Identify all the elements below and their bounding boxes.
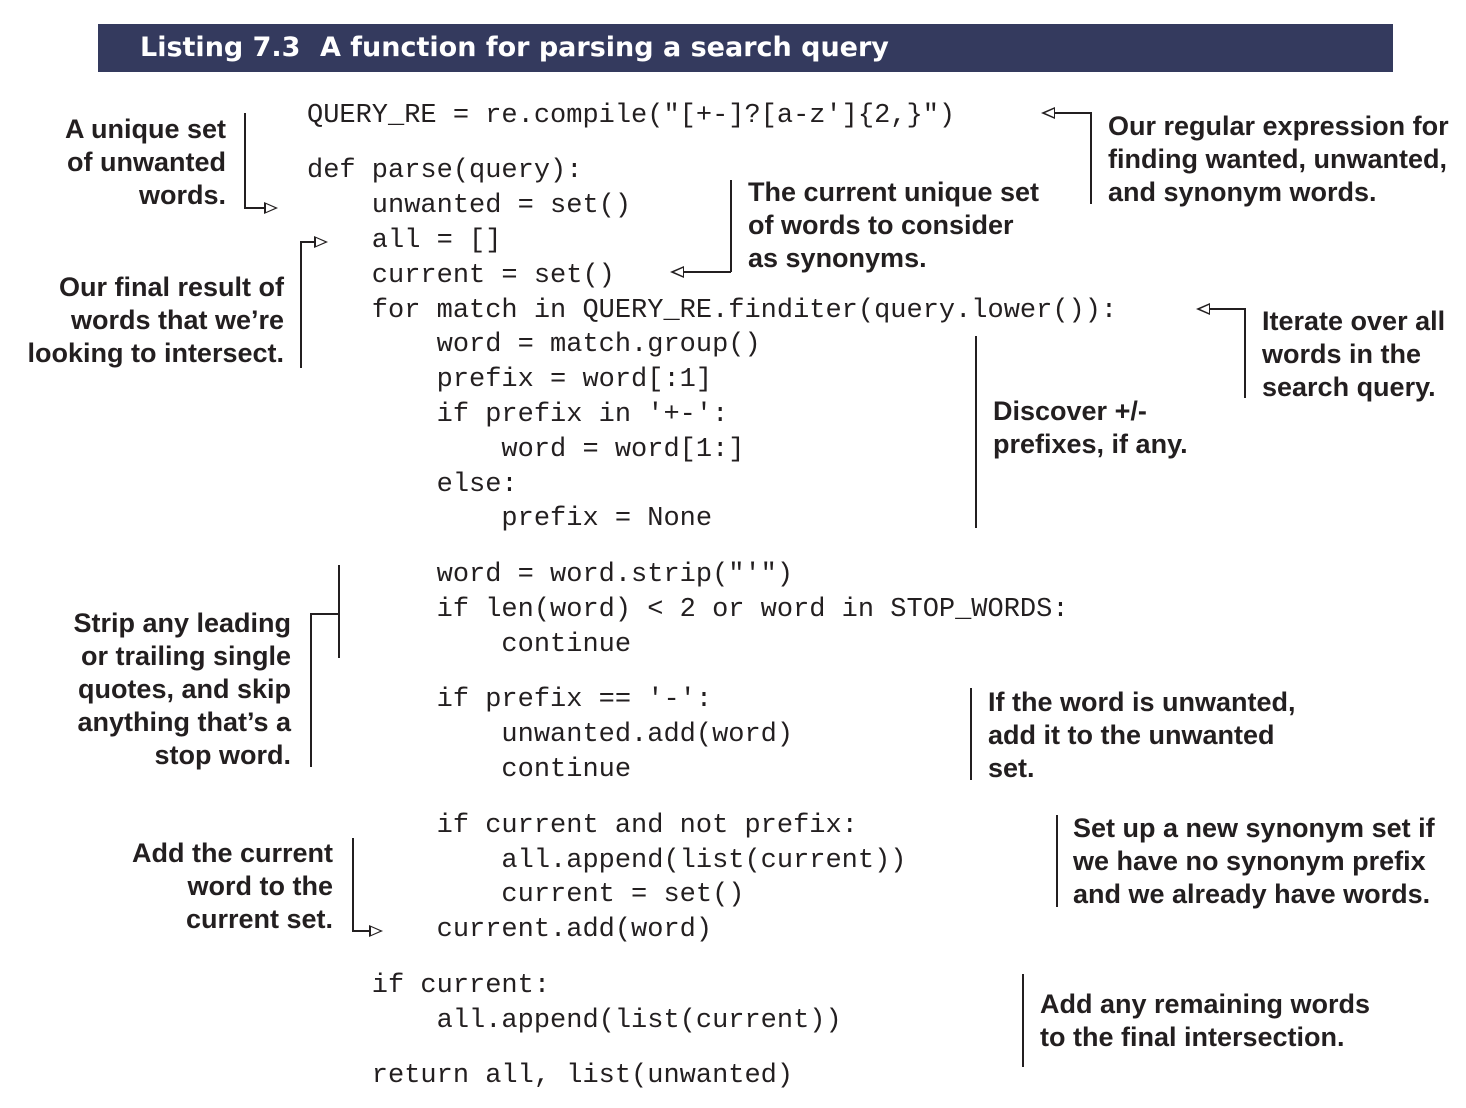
code-line: def parse(query): bbox=[307, 156, 583, 186]
annotation-final-result: Our final result of words that we’re loo… bbox=[27, 272, 284, 368]
annotation-new-synonym: Set up a new synonym set if we have no s… bbox=[1073, 813, 1435, 909]
code-line: if len(word) < 2 or word in STOP_WORDS: bbox=[307, 595, 1069, 625]
code-line: continue bbox=[307, 630, 632, 660]
code-line: all.append(list(current)) bbox=[307, 1006, 842, 1036]
listing-title: A function for parsing a search query bbox=[320, 32, 889, 63]
callout-line bbox=[244, 207, 264, 209]
callout-line bbox=[310, 613, 312, 767]
annotation-unwanted-word: If the word is unwanted, add it to the u… bbox=[988, 687, 1296, 783]
callout-line bbox=[970, 688, 972, 780]
code-line: for match in QUERY_RE.finditer(query.low… bbox=[307, 296, 1118, 326]
code-line: if prefix in '+-': bbox=[307, 400, 729, 430]
arrow-left-icon bbox=[1196, 303, 1210, 315]
callout-line bbox=[1244, 308, 1246, 398]
code-line: unwanted.add(word) bbox=[307, 720, 794, 750]
arrow-left-icon bbox=[1041, 107, 1055, 119]
annotation-unwanted-set: A unique set of unwanted words. bbox=[64, 114, 226, 210]
annotation-add-current: Add the current word to the current set. bbox=[131, 838, 333, 934]
code-line: continue bbox=[307, 755, 632, 785]
code-line: current.add(word) bbox=[307, 915, 713, 945]
code-line: word = match.group() bbox=[307, 330, 761, 360]
code-line: unwanted = set() bbox=[307, 191, 632, 221]
code-line: prefix = None bbox=[307, 504, 713, 534]
callout-line bbox=[244, 113, 246, 208]
callout-line bbox=[310, 613, 339, 615]
code-line: prefix = word[:1] bbox=[307, 365, 713, 395]
callout-line bbox=[300, 241, 302, 368]
callout-line bbox=[1022, 974, 1024, 1067]
annotation-current-set: The current unique set of words to consi… bbox=[748, 177, 1040, 273]
callout-line bbox=[1055, 112, 1091, 114]
callout-line bbox=[352, 930, 369, 932]
code-line: all = [] bbox=[307, 226, 502, 256]
listing-number: Listing 7.3 bbox=[140, 32, 301, 63]
code-line: QUERY_RE = re.compile("[+-]?[a-z']{2,}") bbox=[307, 101, 956, 131]
code-line: if current: bbox=[307, 971, 551, 1001]
callout-line bbox=[300, 241, 314, 243]
callout-line bbox=[684, 271, 731, 273]
callout-line bbox=[352, 838, 354, 931]
code-line: if prefix == '-': bbox=[307, 685, 713, 715]
code-line: current = set() bbox=[307, 880, 745, 910]
callout-line bbox=[1210, 308, 1245, 310]
annotation-regex: Our regular expression for finding wante… bbox=[1108, 111, 1449, 207]
annotation-prefixes: Discover +/- prefixes, if any. bbox=[993, 396, 1188, 459]
annotation-iterate: Iterate over all words in the search que… bbox=[1262, 306, 1446, 402]
annotation-remaining: Add any remaining words to the final int… bbox=[1040, 989, 1371, 1052]
code-line: if current and not prefix: bbox=[307, 811, 858, 841]
code-line: else: bbox=[307, 470, 518, 500]
callout-line bbox=[730, 180, 732, 272]
listing-header: Listing 7.3 A function for parsing a sear… bbox=[98, 24, 1393, 72]
code-line: current = set() bbox=[307, 261, 615, 291]
arrow-right-icon bbox=[369, 925, 383, 937]
arrow-right-icon bbox=[314, 236, 328, 248]
callout-line bbox=[1056, 815, 1058, 907]
arrow-right-icon bbox=[264, 202, 278, 214]
annotation-strip: Strip any leading or trailing single quo… bbox=[73, 608, 291, 770]
code-line: word = word.strip("'") bbox=[307, 560, 794, 590]
callout-line bbox=[975, 336, 977, 528]
arrow-left-icon bbox=[670, 266, 684, 278]
code-line: all.append(list(current)) bbox=[307, 846, 907, 876]
callout-line bbox=[1090, 112, 1092, 204]
code-line: return all, list(unwanted) bbox=[307, 1061, 794, 1091]
callout-line bbox=[338, 565, 340, 658]
code-line: word = word[1:] bbox=[307, 435, 745, 465]
